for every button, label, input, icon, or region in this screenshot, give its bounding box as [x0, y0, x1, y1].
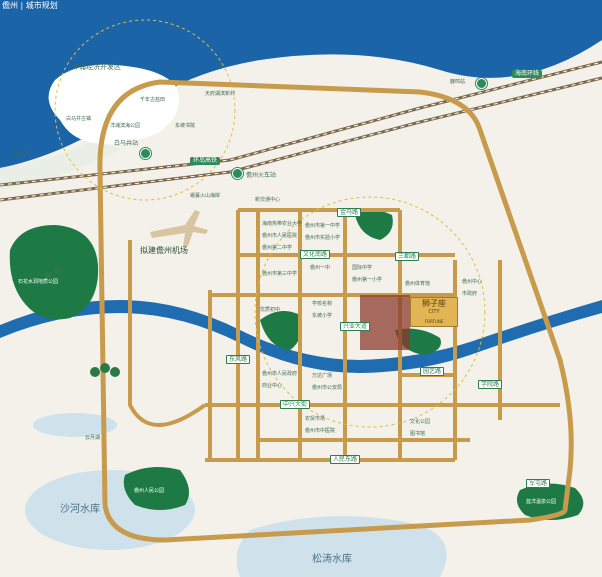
area-tag: 儋州第二中学 — [262, 245, 293, 251]
coast-strip — [0, 138, 120, 190]
area-tag: 儋州中心 — [462, 279, 483, 285]
project-name-en: CITY — [428, 308, 440, 315]
road-tag-railway: 环岛高铁 — [190, 157, 221, 165]
airplane-icon — [150, 210, 208, 247]
road-tag-xueyuan: 学院路 — [478, 380, 503, 389]
park-north — [355, 210, 393, 240]
area-tag: 儋州市公安局 — [312, 385, 343, 391]
area-tag: 儋州市人民政府 — [262, 371, 298, 377]
radius-circle-2 — [54, 19, 236, 201]
station-baimajing-icon — [140, 148, 151, 159]
road-tag-jinma: 金马路 — [337, 208, 362, 217]
area-tag: 万达广场 — [312, 373, 333, 379]
poi-xinjiao: 新交通中心 — [255, 197, 281, 203]
area-tag: 学校名称 — [312, 301, 333, 307]
road-tag-wenhua: 文化南路 — [300, 250, 331, 259]
danzhou-people-park — [123, 466, 189, 510]
station-danzhou-label: 儋州火车站 — [246, 172, 277, 179]
ring-road-south — [102, 504, 568, 543]
poi-yunyue: 云月湖 — [85, 435, 101, 441]
area-tag: 儋州一中 — [310, 265, 331, 271]
area-tag: 优质初中 — [260, 307, 281, 313]
area-tag: 儋州市第三中学 — [262, 271, 298, 277]
area-tag: 国际中学 — [352, 265, 373, 271]
area-tag: 儋州市第一中学 — [305, 223, 341, 229]
area-tag: 儋州市实验小学 — [305, 235, 341, 241]
yunyue-lake — [33, 413, 117, 437]
zone-yangpu-label: 洋浦经济开发区 — [72, 63, 121, 71]
station-baimajing-label: 白马井站 — [114, 140, 139, 147]
shihua-park — [9, 225, 99, 320]
project-sub: FORTUNE — [424, 318, 444, 324]
area-tag: 文化公园 — [410, 419, 431, 425]
road-tag-yuanye: 园艺路 — [420, 367, 445, 376]
road-tag-sandu: 三都路 — [395, 252, 420, 261]
riverside-green — [260, 311, 302, 350]
sea-area — [0, 0, 602, 168]
area-tag: 市政府 — [462, 291, 478, 297]
song-tao-label: 松涛水库 — [312, 554, 352, 565]
sha-he-label: 沙河水库 — [60, 504, 100, 515]
road-tag-dongfeng: 东风路 — [226, 355, 251, 364]
area-tag: 农贸市场 — [305, 416, 326, 422]
area-tag: 图书馆 — [410, 431, 426, 437]
poi-tuanlin: 东坡胜境 — [12, 151, 33, 157]
poi-shihua-park: 石花水洞地质公园 — [18, 279, 59, 285]
road-tag-zhongxing: 中兴大街 — [280, 400, 311, 409]
poi-lingjuan: 天府湖滨新村 — [205, 91, 236, 97]
project-name: 狮子座 — [422, 298, 446, 308]
road-tag-xingye: 兴业大道 — [340, 322, 371, 331]
poi-dongpo: 东坡书院 — [175, 123, 196, 129]
radius-circle — [254, 196, 486, 428]
project-brand: 狮子座 CITY FORTUNE — [410, 297, 458, 327]
area-tag: 儋州市中医院 — [305, 428, 336, 434]
tree-icons — [44, 266, 120, 377]
poi-yangpu-park: 洋浦滨海公园 — [110, 123, 141, 129]
area-tag: 商业中心 — [262, 383, 283, 389]
area-tag: 儋州第一小学 — [352, 277, 383, 283]
area-tag: 东坡小学 — [312, 313, 333, 319]
poi-baimajing: 白马井古镇 — [66, 116, 92, 122]
road-tag-junye: 军屯路 — [526, 479, 551, 488]
river — [0, 300, 602, 373]
area-tag: 儋州体育馆 — [405, 281, 431, 287]
poi-people-park: 儋州人民公园 — [134, 488, 165, 494]
road-tag-renmin: 人民东路 — [330, 455, 361, 464]
zone-airport-label: 拟建儋州机场 — [140, 246, 188, 255]
area-tag: 儋州市人民医院 — [262, 233, 298, 239]
poi-salt-field: 千年古盐田 — [140, 97, 166, 103]
poi-lanyang: 蓝洋温泉公园 — [526, 499, 557, 505]
poi-lulu: 鹿鸣站 — [450, 79, 466, 85]
ring-road — [97, 79, 574, 511]
area-tag: 海南热带农业大学 — [262, 221, 303, 227]
poi-jiahe: 峨蔓火山海岸 — [190, 193, 221, 199]
station-danzhou-icon — [232, 168, 243, 179]
road-tag-ring: 海南环线 — [512, 70, 543, 78]
top-caption: 儋州 | 城市规划 — [2, 1, 58, 10]
station-east-icon — [476, 78, 487, 89]
